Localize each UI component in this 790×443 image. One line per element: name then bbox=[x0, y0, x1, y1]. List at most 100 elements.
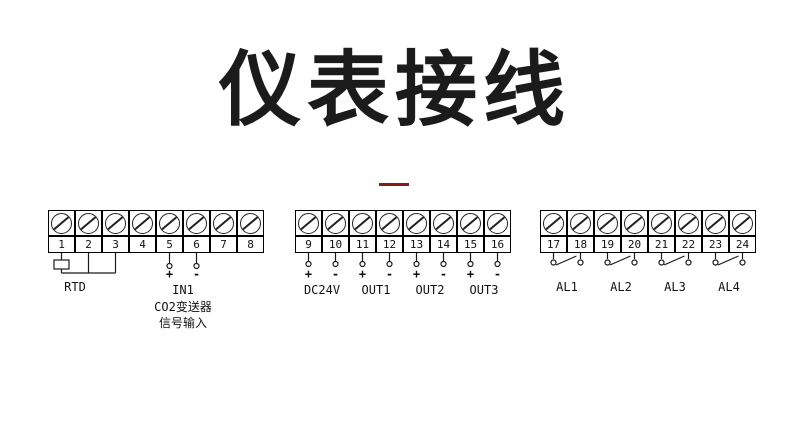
in1-wires bbox=[166, 253, 200, 270]
terminal-screw bbox=[237, 210, 264, 236]
terminal-number: 19 bbox=[594, 236, 621, 253]
terminal-screw bbox=[403, 210, 430, 236]
terminal-screw bbox=[648, 210, 675, 236]
out3-label: OUT3 bbox=[469, 283, 499, 297]
terminal-screw bbox=[210, 210, 237, 236]
screw-icon bbox=[624, 212, 645, 234]
terminal-number: 24 bbox=[729, 236, 756, 253]
in1-minus-sign: - bbox=[192, 267, 201, 281]
terminal-screw bbox=[567, 210, 594, 236]
polarity-sign: - bbox=[493, 267, 502, 281]
terminal-number: 4 bbox=[129, 236, 156, 253]
terminal-number: 15 bbox=[457, 236, 484, 253]
terminal-number: 16 bbox=[484, 236, 511, 253]
screw-icon bbox=[543, 212, 564, 234]
al3-label: AL3 bbox=[664, 280, 686, 294]
terminal-screw bbox=[376, 210, 403, 236]
in1-plus-sign: + bbox=[165, 267, 174, 281]
terminal-number: 10 bbox=[322, 236, 349, 253]
terminal-number: 13 bbox=[403, 236, 430, 253]
terminal-number: 18 bbox=[567, 236, 594, 253]
terminal-screw bbox=[75, 210, 102, 236]
screw-icon bbox=[487, 212, 508, 234]
al2-switch-symbol bbox=[604, 253, 638, 266]
screw-icon bbox=[213, 212, 234, 234]
terminal-screw bbox=[102, 210, 129, 236]
screw-icon bbox=[570, 212, 591, 234]
terminal-number: 17 bbox=[540, 236, 567, 253]
terminal-screw bbox=[183, 210, 210, 236]
screw-row bbox=[540, 210, 756, 236]
al4-label: AL4 bbox=[718, 280, 740, 294]
title-underline bbox=[379, 183, 409, 186]
terminal-screw bbox=[484, 210, 511, 236]
screw-icon bbox=[651, 212, 672, 234]
in1-desc-line1: CO2变送器 bbox=[154, 300, 212, 314]
in1-label: IN1 bbox=[172, 283, 194, 297]
terminal-screw bbox=[156, 210, 183, 236]
terminal-number: 22 bbox=[675, 236, 702, 253]
polarity-sign: - bbox=[439, 267, 448, 281]
screw-row bbox=[295, 210, 511, 236]
screw-icon bbox=[186, 212, 207, 234]
terminal-number: 20 bbox=[621, 236, 648, 253]
terminal-number: 8 bbox=[237, 236, 264, 253]
terminal-number: 21 bbox=[648, 236, 675, 253]
screw-icon bbox=[325, 212, 346, 234]
terminal-number: 7 bbox=[210, 236, 237, 253]
polarity-sign: - bbox=[385, 267, 394, 281]
polarity-sign: - bbox=[331, 267, 340, 281]
screw-icon bbox=[705, 212, 726, 234]
terminal-number: 3 bbox=[102, 236, 129, 253]
terminal-screw bbox=[729, 210, 756, 236]
terminal-screw bbox=[702, 210, 729, 236]
terminal-number: 5 bbox=[156, 236, 183, 253]
terminal-screw bbox=[295, 210, 322, 236]
terminal-screw bbox=[129, 210, 156, 236]
al4-switch-symbol bbox=[712, 253, 746, 266]
block1-wiring bbox=[53, 253, 200, 274]
al1-switch-symbol bbox=[550, 253, 584, 266]
terminal-number: 6 bbox=[183, 236, 210, 253]
screw-icon bbox=[240, 212, 261, 234]
terminal-screw bbox=[457, 210, 484, 236]
page-title: 仪表接线 bbox=[218, 45, 571, 136]
terminal-screw bbox=[540, 210, 567, 236]
screw-icon bbox=[298, 212, 319, 234]
screw-icon bbox=[460, 212, 481, 234]
polarity-sign: + bbox=[304, 267, 313, 281]
screw-icon bbox=[433, 212, 454, 234]
polarity-sign: + bbox=[466, 267, 475, 281]
in1-desc-line2: 信号输入 bbox=[158, 316, 207, 330]
screw-icon bbox=[78, 212, 99, 234]
terminal-number: 14 bbox=[430, 236, 457, 253]
polarity-sign: + bbox=[358, 267, 367, 281]
rtd-symbol bbox=[53, 253, 117, 274]
screw-icon bbox=[159, 212, 180, 234]
screw-icon bbox=[132, 212, 153, 234]
out2-label: OUT2 bbox=[415, 283, 445, 297]
al2-label: AL2 bbox=[610, 280, 632, 294]
block3-wiring bbox=[550, 253, 746, 266]
out1-label: OUT1 bbox=[361, 283, 391, 297]
screw-icon bbox=[597, 212, 618, 234]
screw-row bbox=[48, 210, 264, 236]
polarity-sign: + bbox=[412, 267, 421, 281]
terminal-screw bbox=[621, 210, 648, 236]
terminal-number: 2 bbox=[75, 236, 102, 253]
terminal-number: 1 bbox=[48, 236, 75, 253]
terminal-number: 12 bbox=[376, 236, 403, 253]
al3-switch-symbol bbox=[658, 253, 692, 266]
terminal-number: 9 bbox=[295, 236, 322, 253]
rtd-label: RTD bbox=[64, 280, 86, 294]
screw-icon bbox=[51, 212, 72, 234]
output-wires bbox=[305, 253, 501, 268]
terminal-number: 23 bbox=[702, 236, 729, 253]
dc24v-label: DC24V bbox=[303, 283, 341, 297]
terminal-screw bbox=[349, 210, 376, 236]
block2-wiring bbox=[305, 253, 501, 268]
